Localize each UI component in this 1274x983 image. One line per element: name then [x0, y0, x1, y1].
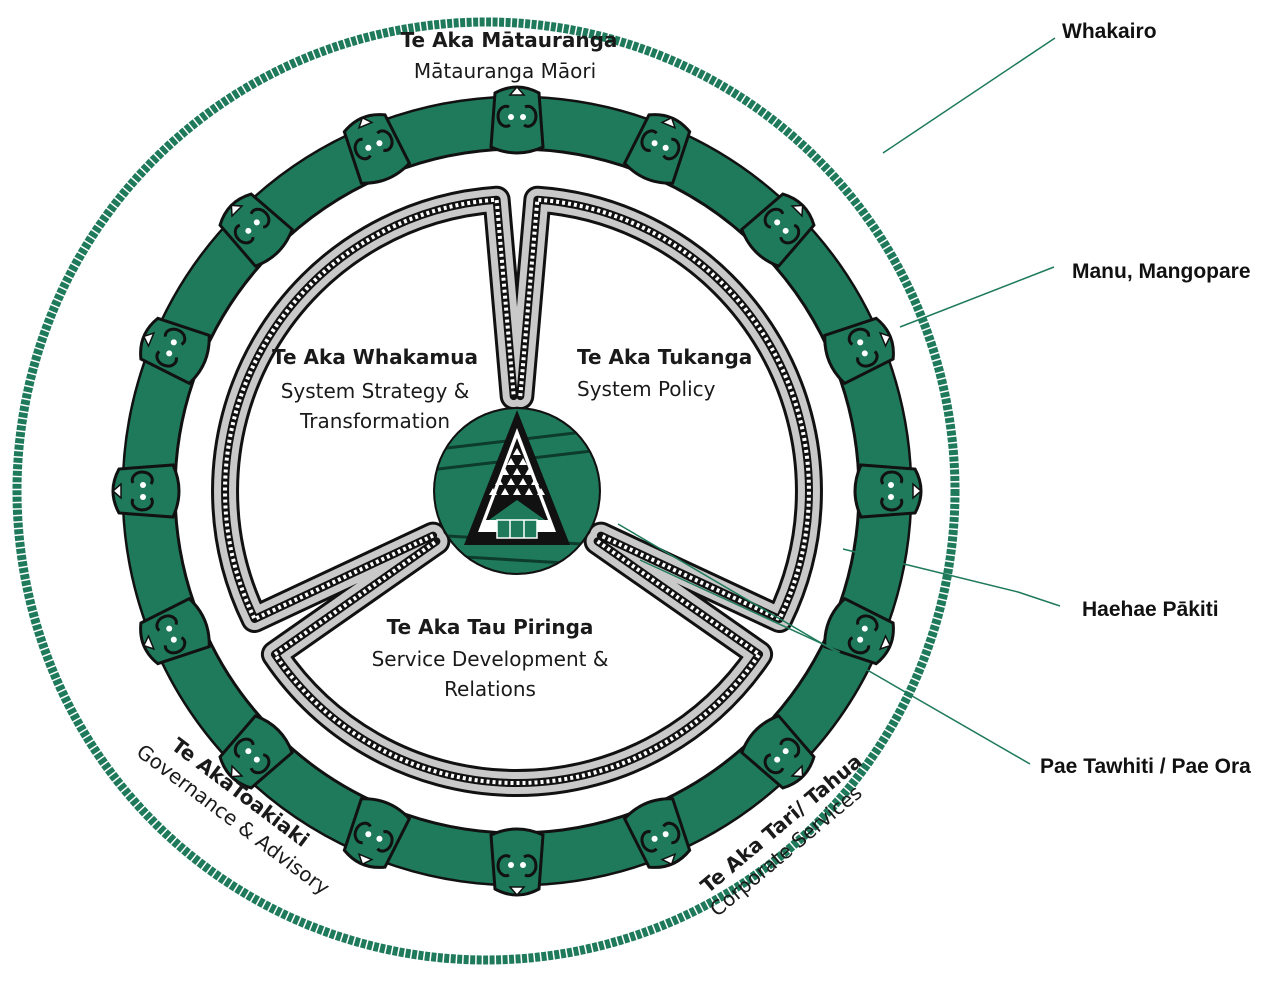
haehae-pakiti-band	[211, 185, 823, 797]
pae-tawhiti-pae-ora-hub	[433, 407, 601, 575]
callout-pae: Pae Tawhiti / Pae Ora	[1040, 755, 1251, 778]
leader-manu	[899, 266, 1055, 328]
koru-mangopare-icon	[853, 463, 923, 519]
whakairo-outer-ring	[12, 17, 960, 965]
koru-mangopare-icon-group	[111, 85, 923, 897]
callout-haehae: Haehae Pākiti	[1082, 598, 1219, 621]
top-title: Te Aka Mātauranga	[401, 28, 618, 52]
callout-whakairo: Whakairo	[1062, 20, 1157, 43]
koru-mangopare-icon	[139, 316, 211, 386]
tau-piringa-line1: Service Development &	[372, 647, 609, 671]
manu-ring	[111, 85, 923, 897]
leader-pae-second	[639, 559, 841, 653]
top-subtitle: Mātauranga Māori	[414, 59, 596, 83]
koru-mangopare-icon	[622, 113, 692, 185]
koru-mangopare-icon	[489, 85, 545, 155]
whare-triangle-icon	[464, 410, 570, 545]
koru-mangopare-icon	[622, 797, 692, 869]
whakamua-line2: Transformation	[299, 409, 450, 433]
leader-pae	[617, 523, 1031, 765]
tukanga-title: Te Aka Tukanga	[577, 345, 752, 369]
callout-leaders	[617, 37, 1061, 765]
tau-piringa-line2: Relations	[444, 677, 536, 701]
koru-mangopare-icon	[489, 827, 545, 897]
koru-mangopare-icon	[218, 714, 294, 790]
koru-mangopare-icon	[823, 596, 895, 666]
whakamua-title: Te Aka Whakamua	[272, 345, 478, 369]
callout-manu: Manu, Mangopare	[1072, 260, 1251, 283]
tau-piringa-title: Te Aka Tau Piringa	[387, 615, 594, 639]
leader-haehae	[842, 548, 1061, 607]
koru-mangopare-icon	[218, 192, 294, 268]
koru-mangopare-icon	[342, 797, 412, 869]
koru-mangopare-icon	[139, 596, 211, 666]
koru-mangopare-icon	[740, 714, 816, 790]
koru-mangopare-icon	[342, 113, 412, 185]
tukanga-line1: System Policy	[577, 377, 716, 401]
whakamua-line1: System Strategy &	[281, 379, 470, 403]
koru-mangopare-icon	[111, 463, 181, 519]
leader-whakairo	[882, 37, 1056, 154]
koru-mangopare-icon	[823, 316, 895, 386]
koru-mangopare-icon	[740, 192, 816, 268]
